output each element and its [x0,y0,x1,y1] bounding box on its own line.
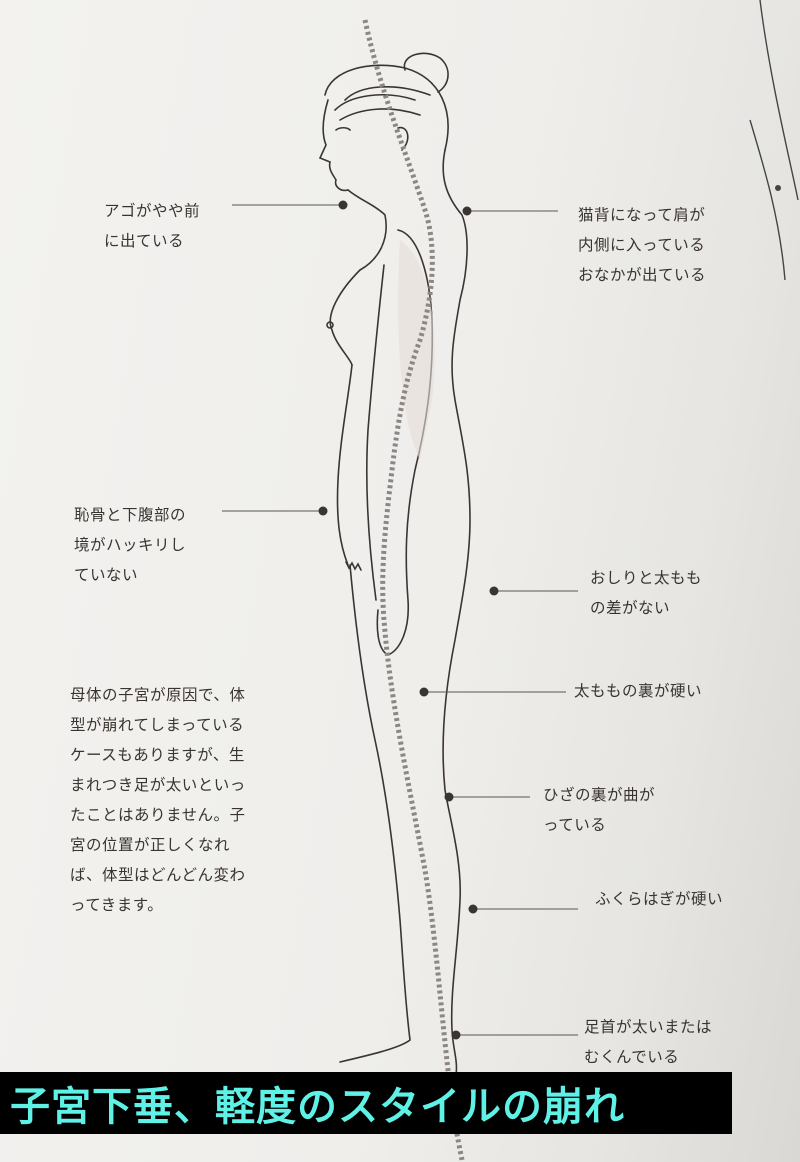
label-buttocks: おしりと太もも の差がない [590,569,703,617]
label-knee: ひざの裏が曲が っている [543,786,656,834]
label-chin: アゴがやや前 に出ている [104,202,201,250]
torso-shading [398,240,435,460]
leader-lines [222,200,578,1040]
title-banner: 子宮下垂、軽度のスタイルの崩れ [0,1072,732,1134]
explanation-paragraph: 母体の子宮が原因で、体 型が崩れてしまっている ケースもありますが、生 まれつき… [70,686,246,914]
label-calf: ふくらはぎが硬い [595,890,724,908]
label-ankle: 足首が太いまたは むくんでいる [584,1018,713,1066]
label-pubic: 恥骨と下腹部の 境がハッキリし ていない [74,506,187,584]
label-thigh-back: 太ももの裏が硬い [574,682,703,700]
label-back: 猫背になって肩が 内側に入っている おなかが出ている [578,206,707,284]
banner-title: 子宮下垂、軽度のスタイルの崩れ [10,1084,625,1130]
adjacent-page-illustration [749,0,799,281]
posture-line [362,19,465,1161]
woman-figure-outline [318,52,471,1076]
